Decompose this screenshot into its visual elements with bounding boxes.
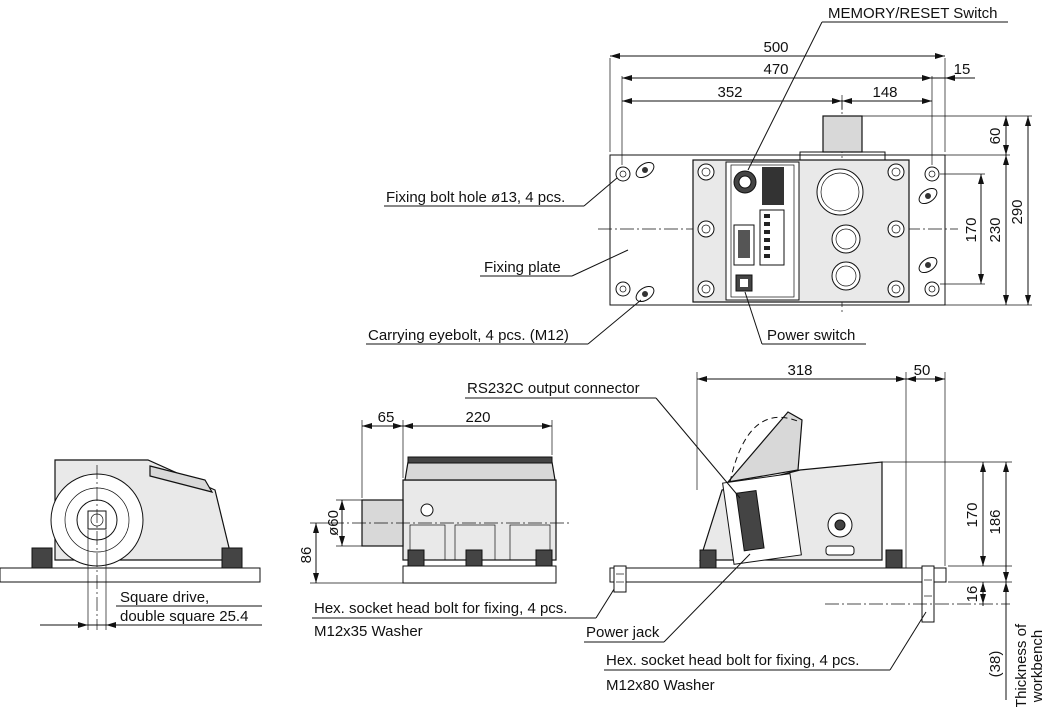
label-fixing-plate: Fixing plate (484, 259, 561, 276)
carrying-eyebolts (635, 161, 938, 303)
dim-50: 50 (914, 362, 931, 379)
label-carrying-eyebolt: Carrying eyebolt, 4 pcs. (M12) (368, 327, 569, 344)
dim-230: 230 (987, 217, 1004, 242)
dim-352: 352 (717, 84, 742, 101)
front-panel (722, 473, 802, 565)
dim-65: 65 (378, 409, 395, 426)
side-view-plate (402, 565, 557, 584)
top-dims-horizontal (609, 53, 975, 165)
connector-inner (738, 230, 750, 258)
top-dims-vertical (862, 115, 1032, 306)
end-view-feet (31, 547, 243, 569)
side-view-top-panel (404, 461, 556, 481)
label-memory-reset-switch: MEMORY/RESET Switch (828, 5, 997, 22)
memory-reset-knob-inner (738, 175, 752, 189)
top-view: 500 470 15 352 148 60 170 230 290 (366, 5, 1032, 345)
front-view: 318 50 170 186 16 (38) Thickness of work… (465, 362, 1046, 708)
front-view-feet (699, 549, 903, 569)
label-hex-bolt-left-1: Hex. socket head bolt for fixing, 4 pcs. (314, 600, 567, 617)
dim-470: 470 (763, 61, 788, 78)
label-power-jack: Power jack (586, 624, 660, 641)
terminal-block (759, 209, 785, 266)
label-square-drive-1: Square drive, (120, 589, 209, 606)
front-bolts (613, 565, 935, 623)
side-view-housing (402, 479, 557, 561)
display-strip (762, 167, 784, 205)
side-view-top-strip (407, 456, 553, 464)
dim-186: 186 (987, 509, 1004, 534)
side-view: 65 220 ø60 86 Hex. socket head bolt for … (298, 409, 617, 640)
housing-shoulder (799, 151, 886, 160)
port-mid-inner (835, 228, 857, 250)
terminal-pins (764, 214, 770, 258)
dim-170-top: 170 (963, 217, 980, 242)
dim-dia60: ø60 (325, 510, 342, 536)
label-hex-bolt-left-2: M12x35 Washer (314, 623, 423, 640)
label-power-switch: Power switch (767, 327, 855, 344)
end-view-plate (0, 567, 261, 583)
side-view-port (420, 503, 434, 517)
front-view-plate (609, 567, 947, 583)
power-switch-inner (740, 279, 748, 287)
port-small-inner (835, 265, 857, 287)
dim-38: (38) (987, 651, 1004, 678)
label-fixing-bolt-hole: Fixing bolt hole ø13, 4 pcs. (386, 189, 565, 206)
side-view-ribs (409, 524, 551, 561)
label-square-drive-2: double square 25.4 (120, 608, 248, 625)
dim-220: 220 (465, 409, 490, 426)
end-view-rest (149, 465, 214, 493)
dim-16: 16 (964, 586, 981, 603)
dim-148: 148 (872, 84, 897, 101)
port-large-inner (820, 172, 860, 212)
dim-318: 318 (787, 362, 812, 379)
front-panel-inner (735, 489, 765, 552)
lid-closed (726, 411, 803, 483)
label-rs232c: RS232C output connector (467, 380, 640, 397)
side-view-feet (407, 549, 553, 567)
lid-open-arc (729, 417, 801, 483)
front-port-inner (834, 519, 846, 531)
dim-170-front: 170 (964, 502, 981, 527)
dim-86: 86 (298, 547, 315, 564)
housing-bolts (697, 163, 905, 298)
dim-15: 15 (954, 61, 971, 78)
front-slot (825, 545, 855, 556)
top-leaders (366, 21, 1008, 345)
housing-top (692, 159, 910, 303)
label-workbench-2: workbench (1029, 630, 1046, 704)
drive-shaft-top (822, 115, 863, 153)
port-large (816, 168, 864, 216)
panel-inner (730, 164, 795, 298)
fixing-bolt-holes (615, 166, 940, 297)
end-view: Square drive, double square 25.4 (0, 459, 262, 630)
dim-290: 290 (1009, 199, 1026, 224)
label-hex-bolt-right-2: M12x80 Washer (606, 677, 715, 694)
dim-60: 60 (987, 128, 1004, 145)
dim-500: 500 (763, 39, 788, 56)
label-workbench-1: Thickness of (1013, 623, 1030, 707)
label-hex-bolt-right-1: Hex. socket head bolt for fixing, 4 pcs. (606, 652, 859, 669)
